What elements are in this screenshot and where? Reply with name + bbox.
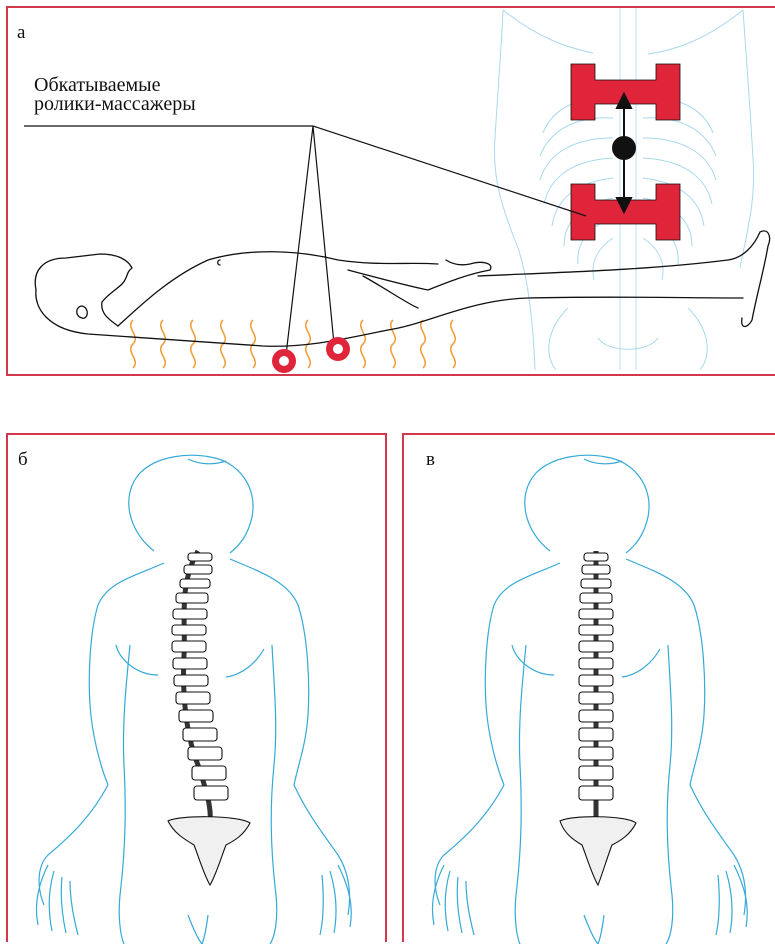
roller-bottom (571, 184, 680, 240)
waist-left (119, 645, 130, 944)
nipple (218, 260, 220, 265)
spine-curved (168, 551, 250, 885)
panel-c-illustration (404, 435, 775, 944)
waist-right (270, 645, 277, 944)
arm-left (435, 785, 504, 905)
ear (77, 306, 88, 318)
spine-column-bg (620, 8, 636, 370)
massager-diagram (571, 64, 680, 240)
arm (348, 260, 491, 290)
chest-front (118, 252, 438, 326)
panel-b: б (6, 433, 387, 942)
arm-right (690, 785, 746, 915)
vertebrae (172, 553, 228, 800)
panel-c: в (402, 433, 775, 942)
pelvis-sacrum (560, 817, 636, 885)
hip (388, 297, 743, 330)
buttocks (188, 915, 208, 944)
roller-wheels (272, 337, 350, 373)
pelvis-sacrum (168, 817, 250, 885)
pelvis-bg (549, 308, 707, 370)
buttocks (584, 915, 604, 944)
lying-person-outline (35, 231, 769, 346)
legs (478, 231, 770, 327)
panel-a-illustration (8, 8, 775, 378)
callout-leaders (24, 126, 586, 355)
waist-right (666, 645, 673, 944)
waist-left (515, 645, 526, 944)
panel-b-illustration (8, 435, 389, 944)
head (35, 254, 132, 326)
arm-right (294, 785, 350, 915)
spine-straight (560, 551, 636, 885)
panel-a: а Обкатываемые ролики-массажеры (6, 6, 775, 376)
arm-left (39, 785, 108, 905)
roller-top (571, 64, 680, 120)
head-hair (129, 455, 253, 553)
head-hair (525, 455, 649, 553)
